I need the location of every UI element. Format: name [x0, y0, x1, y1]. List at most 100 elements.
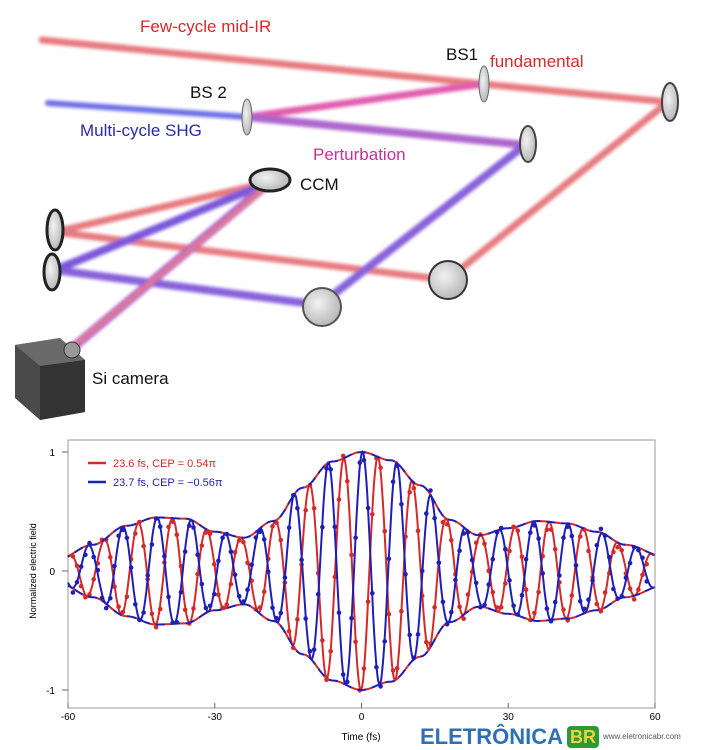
data-point-0 — [473, 540, 479, 546]
data-point-0 — [345, 479, 350, 484]
data-point-1 — [519, 593, 525, 598]
data-point-1 — [332, 524, 338, 530]
data-point-1 — [424, 511, 429, 516]
data-point-1 — [569, 533, 575, 539]
chart: -60 -30 0 30 60 1 0 -1 Time (fs) Normali… — [28, 439, 661, 743]
chart-marks — [67, 449, 656, 693]
data-point-1 — [577, 598, 583, 604]
data-point-1 — [220, 535, 225, 541]
data-point-1 — [552, 599, 558, 605]
data-point-0 — [386, 611, 392, 617]
data-point-0 — [320, 638, 325, 643]
data-point-1 — [361, 457, 367, 463]
data-point-1 — [124, 535, 130, 541]
data-point-0 — [611, 549, 616, 555]
data-point-1 — [602, 533, 608, 538]
x-tick-label: 0 — [359, 712, 365, 723]
data-point-1 — [174, 619, 180, 625]
data-point-1 — [91, 554, 96, 560]
data-point-1 — [486, 582, 492, 587]
data-point-0 — [561, 607, 566, 612]
x-tick-label: 60 — [649, 712, 661, 723]
data-point-0 — [166, 524, 171, 530]
data-point-1 — [182, 549, 188, 554]
data-point-0 — [170, 519, 175, 525]
data-point-1 — [403, 571, 408, 577]
data-point-0 — [411, 486, 417, 491]
data-point-1 — [137, 617, 142, 623]
bs2-mirror — [241, 98, 253, 136]
data-point-1 — [636, 547, 641, 553]
data-point-1 — [631, 545, 637, 550]
data-point-1 — [586, 597, 591, 602]
beam-shg-in — [45, 100, 250, 120]
data-point-1 — [419, 568, 425, 574]
data-point-1 — [498, 525, 504, 531]
data-point-1 — [153, 516, 159, 521]
legend-label-red: 23.6 fs, CEP = 0.54π — [113, 458, 216, 470]
label-bs2: BS 2 — [190, 83, 227, 102]
data-point-1 — [228, 549, 234, 554]
label-few-cycle: Few-cycle mid-IR — [140, 17, 271, 36]
data-point-1 — [145, 573, 150, 578]
data-point-0 — [631, 597, 637, 602]
data-point-1 — [432, 515, 437, 521]
data-point-1 — [357, 460, 363, 466]
data-point-1 — [390, 479, 396, 485]
axis-ticks — [62, 451, 656, 708]
data-point-0 — [149, 611, 155, 617]
y-axis-label: Normalized electric field — [28, 523, 38, 619]
data-point-0 — [70, 554, 76, 559]
data-point-0 — [482, 541, 487, 546]
data-point-1 — [411, 655, 417, 661]
data-point-0 — [361, 666, 367, 671]
data-point-0 — [511, 524, 516, 530]
beam-fundamental-ccm — [51, 178, 274, 236]
data-point-1 — [444, 621, 450, 627]
data-point-1 — [216, 558, 221, 564]
label-fundamental: fundamental — [490, 52, 584, 71]
data-point-0 — [515, 528, 521, 533]
data-point-0 — [303, 507, 309, 513]
data-point-1 — [203, 605, 209, 611]
data-point-1 — [74, 579, 80, 585]
watermark-suffix: BR — [570, 727, 596, 747]
beam-bs1-bs2 — [243, 80, 487, 121]
data-point-0 — [503, 581, 508, 586]
data-point-1 — [87, 540, 92, 546]
data-point-1 — [607, 554, 612, 560]
data-point-0 — [112, 584, 117, 589]
data-point-0 — [536, 589, 541, 595]
ccm-mirror — [248, 167, 292, 193]
data-point-1 — [303, 616, 309, 621]
data-point-0 — [153, 624, 159, 630]
data-point-0 — [490, 589, 496, 595]
data-point-1 — [149, 542, 155, 547]
data-point-1 — [345, 679, 350, 685]
data-point-0 — [523, 587, 529, 592]
beam-perturbation-down — [316, 141, 529, 309]
envelope-line-0 — [67, 584, 656, 692]
data-point-1 — [557, 573, 562, 578]
data-point-1 — [386, 556, 392, 562]
data-point-0 — [124, 594, 130, 600]
mirror-bottom-right — [428, 260, 468, 300]
data-point-1 — [291, 492, 296, 498]
data-point-1 — [478, 604, 483, 610]
data-point-1 — [573, 563, 579, 568]
data-point-1 — [353, 535, 358, 541]
label-bs1: BS1 — [446, 45, 478, 64]
data-point-1 — [224, 531, 229, 537]
data-point-1 — [212, 591, 217, 597]
data-point-1 — [236, 593, 242, 599]
optical-setup-diagram: Few-cycle mid-IR BS1 fundamental BS 2 Mu… — [15, 17, 679, 420]
data-point-0 — [378, 465, 383, 471]
data-point-1 — [232, 572, 238, 577]
data-point-0 — [394, 665, 400, 671]
data-point-1 — [440, 599, 446, 605]
data-point-1 — [295, 505, 300, 511]
data-point-0 — [195, 571, 200, 577]
data-point-1 — [307, 649, 313, 654]
data-point-0 — [203, 530, 209, 535]
